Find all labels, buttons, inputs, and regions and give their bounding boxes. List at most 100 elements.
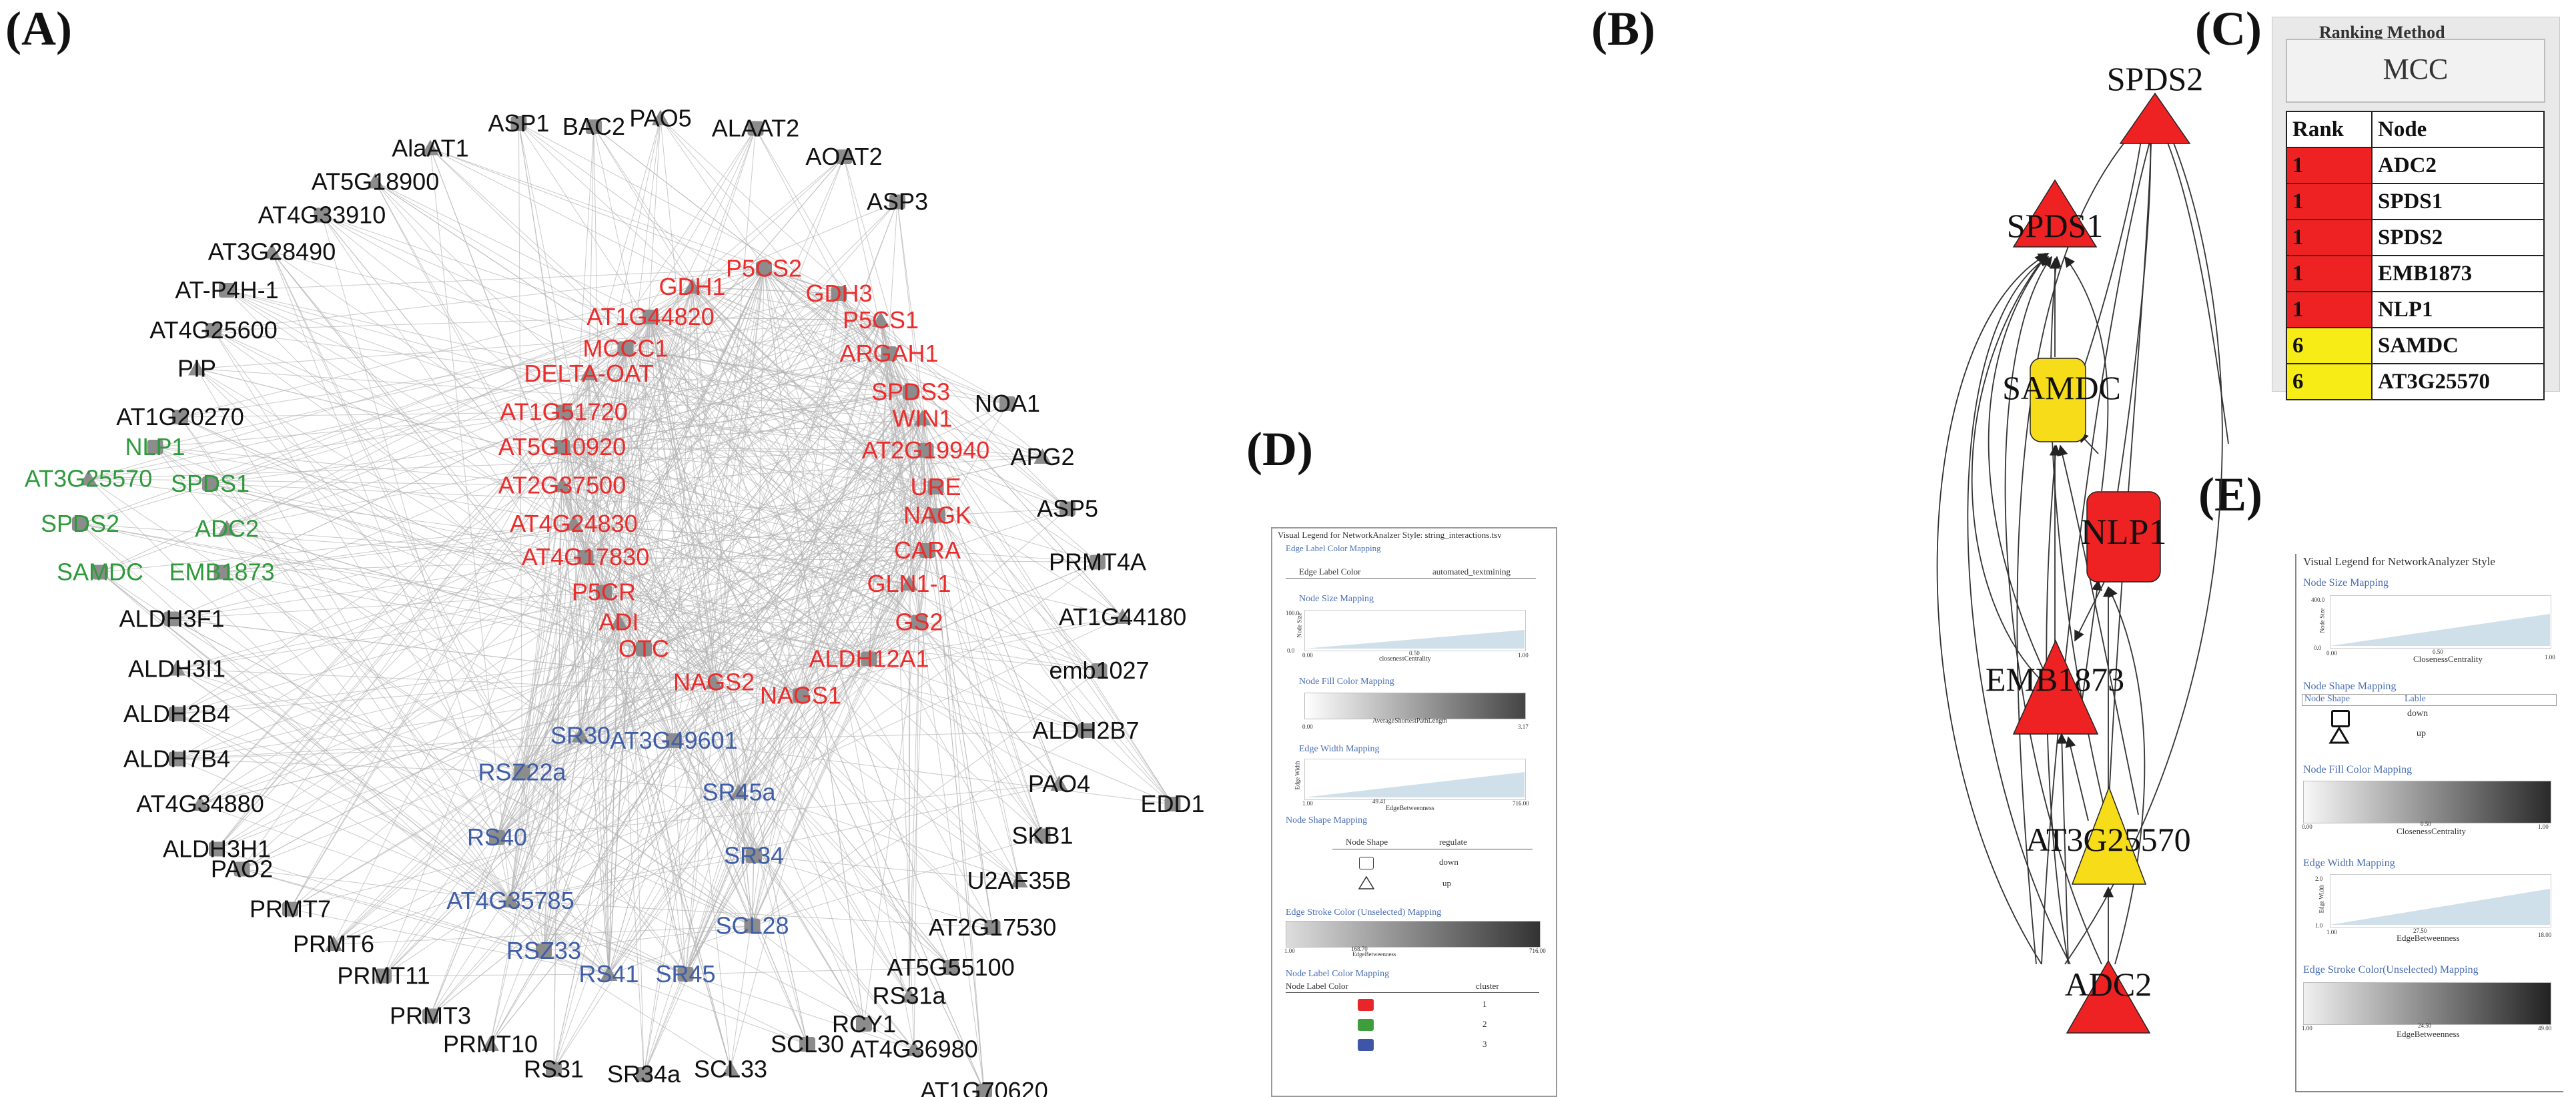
- network-node-label: AT2G37500: [498, 472, 626, 499]
- network-node-label: AT5G10920: [498, 433, 626, 460]
- network-node-label: PIP: [177, 355, 216, 382]
- network-node-label: ASP1: [488, 109, 549, 137]
- ranking-method-select[interactable]: MCC: [2286, 39, 2545, 103]
- network-node-label: ALDH3I1: [128, 655, 226, 683]
- network-node-label: RS31: [524, 1056, 584, 1083]
- network-node-label: AT2G17530: [929, 913, 1056, 941]
- network-node-label: SAMDC: [57, 559, 143, 586]
- network-node-label: NAGS1: [760, 682, 841, 709]
- legend-e-up: up: [2417, 729, 2426, 739]
- network-node-label: EDD1: [1140, 790, 1204, 817]
- network-node-label: SCL28: [715, 912, 789, 940]
- network-node-label: AT5G18900: [312, 168, 439, 196]
- legend-d-node-label-color: Node Label Color: [1286, 981, 1348, 992]
- network-node-label: AT2G19940: [862, 436, 989, 464]
- network-node-label: AOAT2: [805, 143, 882, 170]
- network-node-label: AT4G17830: [522, 543, 649, 571]
- network-node-label: AT4G24830: [510, 510, 637, 537]
- legend-e-nf-tick2: 1.00: [2538, 823, 2549, 830]
- legend-e-es-tick2: 49.00: [2538, 1025, 2551, 1032]
- network-node-label: AT4G33910: [258, 202, 386, 229]
- legend-d-avg-tick0: 0.00: [1302, 723, 1313, 730]
- legend-e-ns-ymax: 400.0: [2311, 597, 2324, 603]
- legend-d-ew-tick1: 49.41: [1372, 798, 1386, 805]
- network-node-label: SR45a: [702, 779, 776, 806]
- network-node-label: SCL30: [771, 1030, 844, 1058]
- network-node-label: SPDS1: [171, 470, 250, 497]
- network-node-label: PAO2: [211, 855, 273, 883]
- node-spds2: [2120, 93, 2190, 143]
- network-edge: [213, 317, 651, 330]
- network-node-label: DELTA-OAT: [524, 360, 653, 387]
- legend-d-automated-textmining: automated_textmining: [1432, 567, 1511, 577]
- network-node-label: AT1G44820: [586, 303, 714, 330]
- legend-e-ew-label: EdgeBetweenness: [2397, 933, 2460, 944]
- network-node-label: EMB1873: [169, 559, 274, 586]
- network-node-label: ALDH3F1: [119, 605, 224, 633]
- legend-d-down: down: [1439, 857, 1458, 867]
- legend-d-cluster: cluster: [1476, 981, 1499, 992]
- panel-label-d: (D): [1246, 422, 1313, 477]
- square-shape-icon: [1359, 857, 1374, 869]
- network-node-label: AT4G25600: [149, 316, 277, 344]
- legend-d-ew-tick2: 716.00: [1513, 800, 1529, 807]
- node-cell: ADC2: [2372, 147, 2544, 184]
- legend-d-edge-stroke-mapping: Edge Stroke Color (Unselected) Mapping: [1286, 907, 1441, 918]
- legend-d-closeness: closenessCentrality: [1379, 655, 1431, 663]
- legend-e-down: down: [2407, 709, 2428, 719]
- network-node-label: PRMT7: [250, 895, 331, 923]
- legend-d-es-label: EdgeBetweenness: [1352, 951, 1396, 958]
- visual-legend-d: Visual Legend for NetworkAnalzer Style: …: [1271, 527, 1557, 1097]
- legend-e-ew-tick2: 18.00: [2538, 932, 2551, 938]
- legend-e-closeness: ClosenessCentrality: [2413, 654, 2483, 665]
- network-node-label: SKB1: [1011, 822, 1073, 849]
- network-node-label: SR34: [724, 842, 784, 869]
- rank-cell: 6: [2286, 364, 2372, 400]
- legend-d-ns-tick0: 0.00: [1302, 652, 1313, 659]
- legend-e-ew-ymax: 2.0: [2315, 875, 2322, 882]
- label-adc2: ADC2: [2065, 966, 2152, 1003]
- network-edge: [919, 623, 1043, 836]
- legend-d-es-tick2: 716.00: [1529, 948, 1546, 954]
- triangle-shape-icon: [1358, 875, 1375, 890]
- network-node-label: ADC2: [195, 515, 259, 542]
- network-node-label: GS2: [895, 609, 943, 636]
- label-spds1: SPDS1: [2007, 207, 2104, 244]
- network-node-label: GLN1-1: [867, 570, 951, 597]
- legend-e-edge-stroke-mapping: Edge Stroke Color(Unselected) Mapping: [2303, 964, 2479, 976]
- network-node-label: OTC: [618, 635, 669, 663]
- network-node-label: URE: [910, 473, 961, 500]
- rank-cell: 1: [2286, 292, 2372, 328]
- network-node-label: ALDH2B4: [123, 700, 230, 727]
- legend-d-ns-axis: Node Size: [1296, 613, 1303, 637]
- legend-e-ns-ymin: 0.0: [2314, 645, 2321, 651]
- label-at3g25570: AT3G25570: [2026, 821, 2190, 858]
- legend-d-node-shape-mapping: Node Shape Mapping: [1286, 815, 1367, 826]
- node-cell: SPDS2: [2372, 220, 2544, 256]
- legend-e-es-tick0: 1.00: [2302, 1025, 2312, 1032]
- network-node-label: NAGK: [903, 502, 971, 529]
- cluster-label: 1: [1482, 999, 1487, 1010]
- legend-e-node-size-mapping: Node Size Mapping: [2303, 577, 2389, 589]
- network-node-label: ARGAH1: [839, 340, 938, 367]
- legend-e-closeness2: ClosenessCentrality: [2397, 826, 2466, 837]
- legend-e-es-tick1: 24.50: [2418, 1022, 2431, 1029]
- rank-cell: 1: [2286, 220, 2372, 256]
- legend-e-node-shape-mapping: Node Shape Mapping: [2303, 681, 2397, 693]
- label-samdc: SAMDC: [2002, 369, 2121, 406]
- legend-d-avg-tick1: 3.17: [1518, 723, 1529, 730]
- legend-e-ew-ymin: 1.0: [2315, 922, 2322, 929]
- network-node-label: SR34a: [607, 1060, 681, 1088]
- legend-e-ns-tick0: 0.00: [2326, 650, 2337, 657]
- legend-d-node-size-mapping: Node Size Mapping: [1299, 594, 1374, 605]
- network-node-label: APG2: [1010, 443, 1074, 470]
- legend-d-es-tick0: 1.00: [1284, 948, 1295, 954]
- square-shape-icon: [2331, 710, 2350, 727]
- network-node-label: RSZ33: [506, 937, 581, 964]
- network-node-label: AT4G34880: [136, 790, 264, 817]
- network-node-label: NAGS2: [673, 669, 755, 696]
- network-node-label: P5CS1: [843, 306, 919, 334]
